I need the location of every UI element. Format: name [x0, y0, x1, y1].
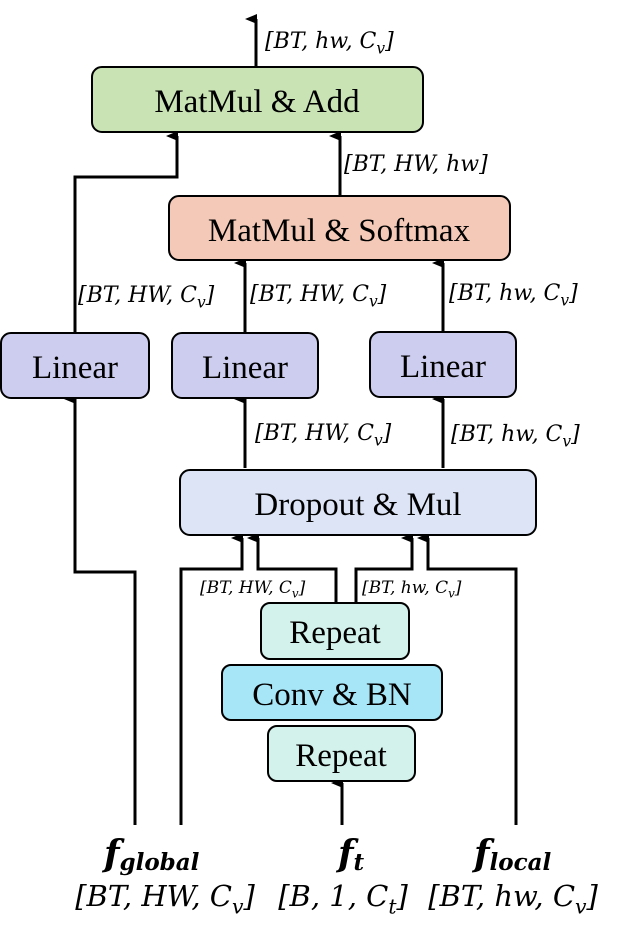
shape-local-linear-out: [BT, hw, Cv]: [449, 281, 578, 310]
matmul-softmax-block: MatMul & Softmax: [168, 195, 511, 261]
linear-mid-box: [171, 332, 319, 399]
shape-dropout-out-left: [BT, HW, Cv]: [255, 421, 392, 450]
linear-local-box: [369, 331, 517, 398]
linear-mid-label: Linear: [202, 350, 288, 386]
shape-top-output: [BT, hw, Cv]: [265, 29, 394, 58]
dropout-mul-label: Dropout & Mul: [254, 487, 461, 523]
repeat-to-dropout-left-arrow: [247, 533, 338, 603]
fglobal-to-dropout-arrow: [179, 533, 244, 825]
input-global-shape: [BT, HW, Cv]: [75, 879, 255, 918]
matmul-add-box: [91, 66, 424, 133]
input-t-shape: [B, 1, Ct]: [278, 879, 408, 918]
input-local: flocal [BT, hw, Cv]: [428, 833, 598, 918]
input-t: ft [B, 1, Ct]: [278, 833, 408, 918]
repeat-top-block: Repeat: [260, 602, 410, 660]
dropout-mul-block: Dropout & Mul: [179, 469, 537, 536]
shape-attn-map: [BT, HW, hw]: [344, 152, 488, 177]
linear-local-block: Linear: [369, 331, 517, 398]
conv-bn-block: Conv & BN: [221, 664, 443, 721]
dropout-mul-box: [179, 469, 537, 536]
matmul-add-label: MatMul & Add: [154, 84, 360, 120]
input-local-name: flocal: [471, 833, 551, 876]
linear-global-box: [0, 332, 150, 399]
flocal-to-dropout-arrow: [417, 533, 518, 825]
linear-local-label: Linear: [400, 349, 486, 385]
repeat-top-box: [260, 602, 410, 660]
repeat-bottom-block: Repeat: [267, 725, 416, 782]
input-local-shape: [BT, hw, Cv]: [428, 879, 598, 918]
global-linear-to-add-arrow: [73, 131, 179, 333]
shape-repeat-out-left: [BT, HW, Cv]: [200, 578, 306, 600]
shape-global-linear-out: [BT, HW, Cv]: [78, 283, 215, 312]
repeat-top-label: Repeat: [289, 615, 381, 651]
conv-bn-box: [221, 664, 443, 721]
repeat-bottom-box: [267, 725, 416, 782]
matmul-softmax-box: [168, 195, 511, 261]
shape-repeat-out-right: [BT, hw, Cv]: [362, 578, 462, 600]
conv-bn-label: Conv & BN: [252, 677, 412, 713]
input-global: fglobal [BT, HW, Cv]: [75, 833, 255, 918]
connections: [64, 14, 518, 825]
input-t-name: ft: [335, 833, 365, 876]
repeat-bottom-label: Repeat: [295, 738, 387, 774]
matmul-softmax-label: MatMul & Softmax: [208, 213, 471, 249]
linear-mid-block: Linear: [171, 332, 319, 399]
shape-annotations: [BT, hw, Cv] [BT, HW, hw] [BT, HW, Cv] […: [78, 29, 580, 600]
linear-global-label: Linear: [32, 350, 118, 386]
shape-mid-linear-out: [BT, HW, Cv]: [250, 282, 387, 311]
linear-global-block: Linear: [0, 332, 150, 399]
repeat-to-dropout-right-arrow: [354, 533, 414, 603]
matmul-add-block: MatMul & Add: [91, 66, 424, 133]
shape-dropout-out-right: [BT, hw, Cv]: [451, 422, 580, 451]
input-global-name: fglobal: [101, 833, 200, 876]
fglobal-to-linear-arrow: [64, 394, 137, 825]
